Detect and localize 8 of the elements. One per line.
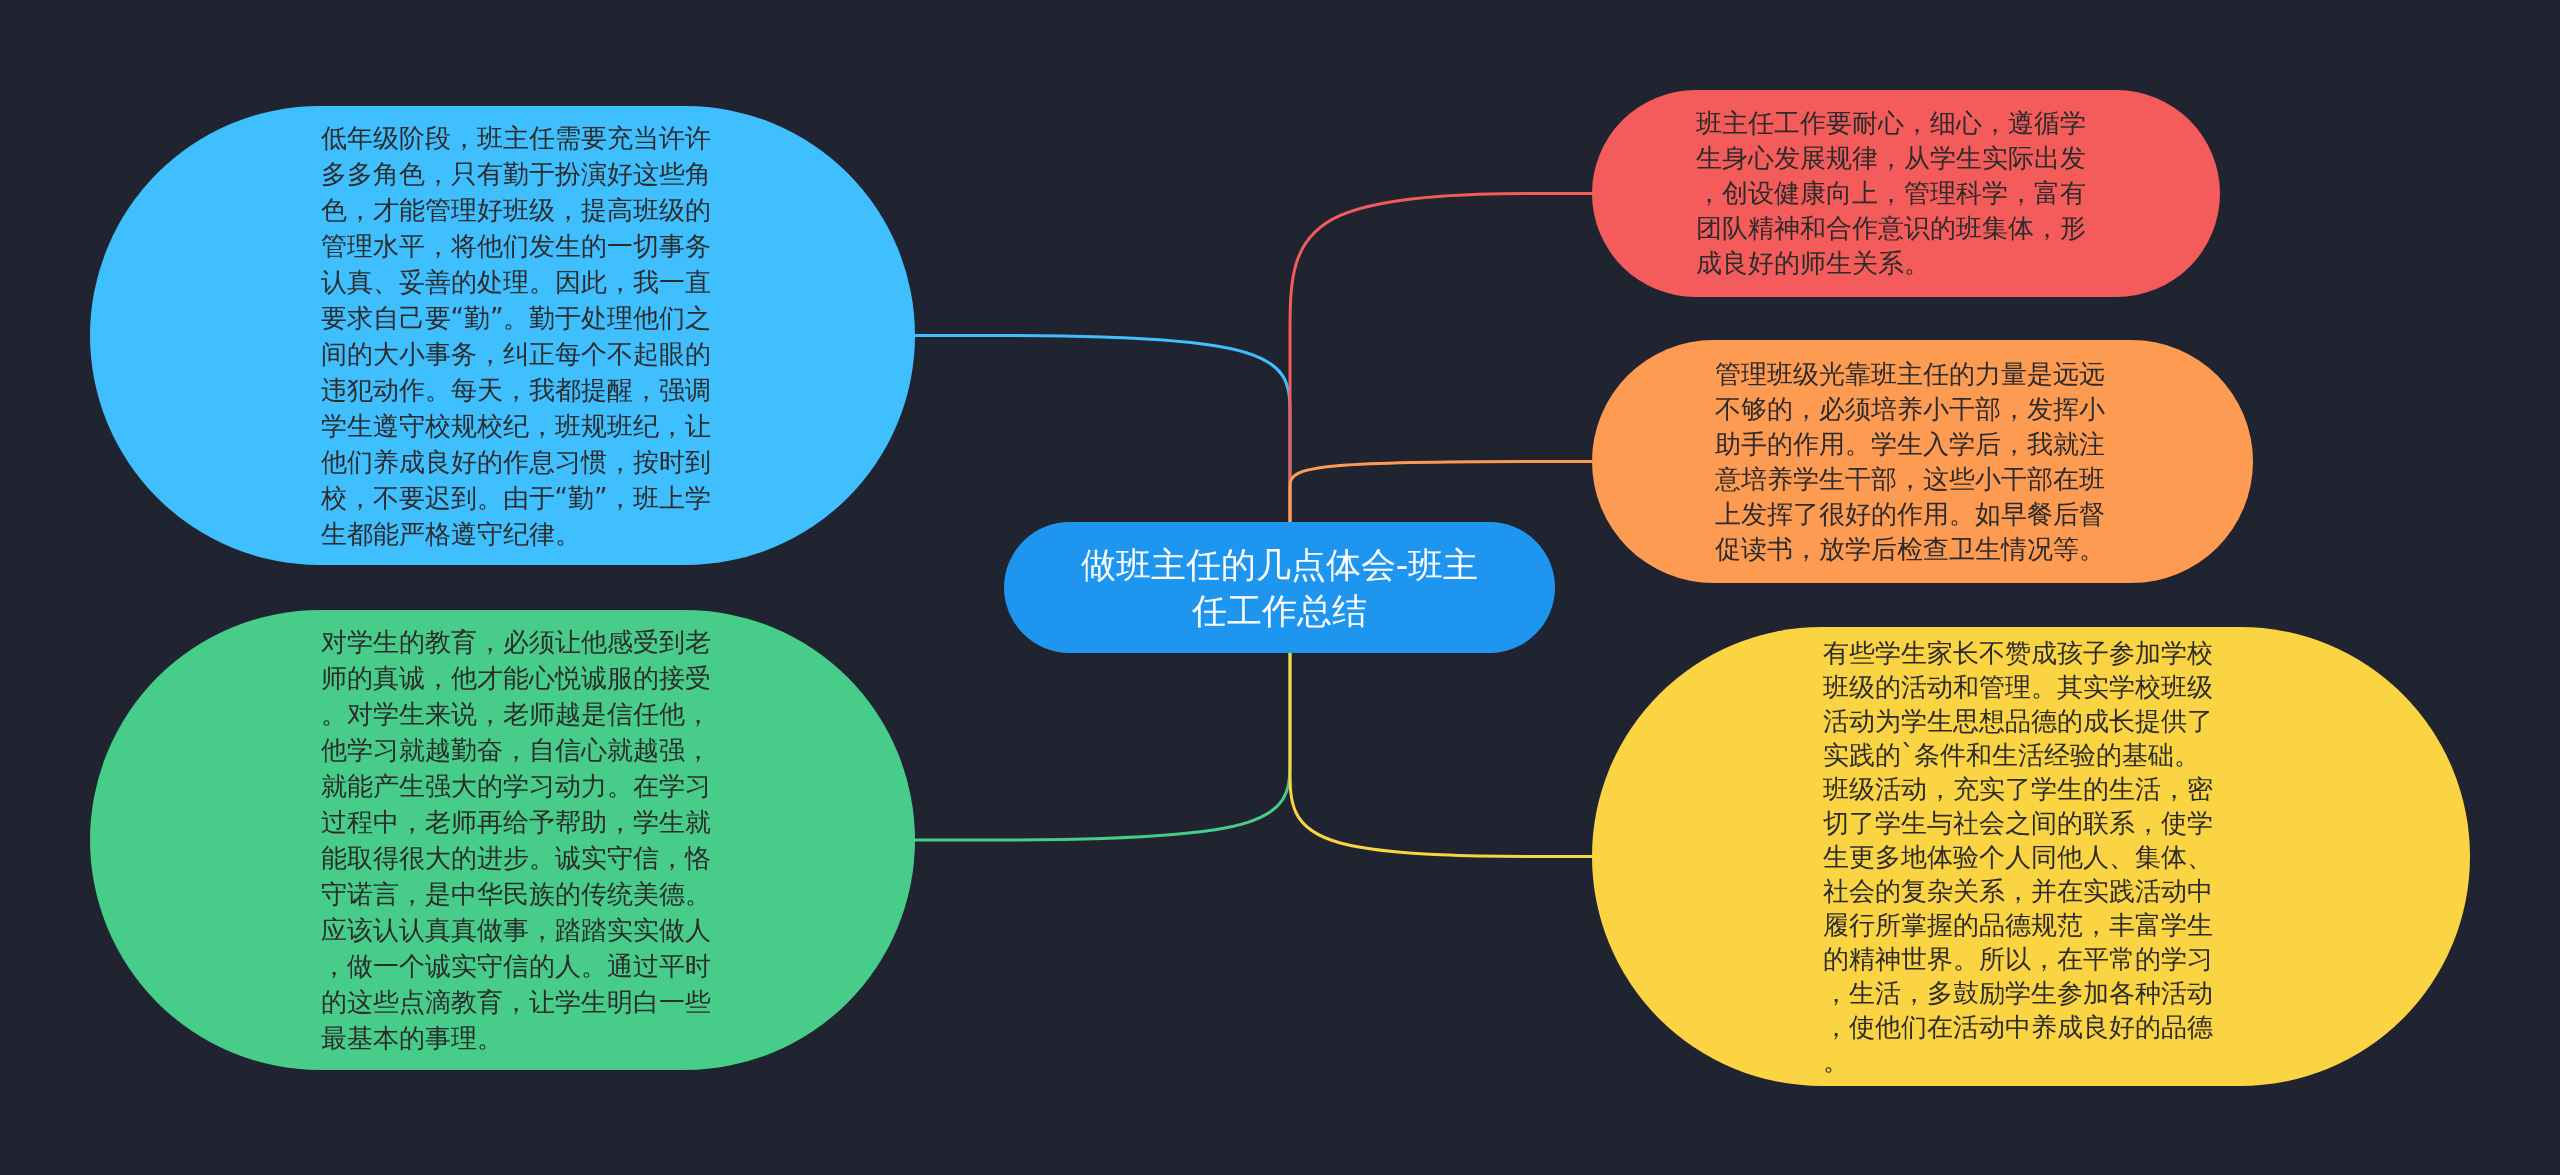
- connector-line: [1288, 653, 1592, 858]
- topic-text: 对学生的教育，必须让他感受到老师的真诚，他才能心悦诚服的接受。对学生来说，老师越是信任他，他学习就越勤奋，自信心就越强，就能产生强大的学习动力。在学习过程中，老师再给予帮助，学生就能取得很大的进步。诚实守信，恪守诺言，是中华民族的传统美德。应该认认真真做事，踏踏实实做人，做一个诚实守信的人。通过平时的这些点滴教育，让学生明白一些最基本的事理。: [320, 626, 712, 1055]
- topic-text: 管理班级光靠班主任的力量是远远不够的，必须培养小干部，发挥小助手的作用。学生入学后，我就注意培养学生干部，这些小干部在班上发挥了很好的作用。如早餐后督促读书，放学后检查卫生情况等。: [1714, 357, 2106, 566]
- topic-text: 低年级阶段，班主任需要充当许许多多角色，只有勤于扮演好这些角色，才能管理好班级，提高班级的管理水平，将他们发生的一切事务认真、妥善的处理。因此，我一直要求自己要“勤”。勤于处理他们之间的大小事务，纠正每个不起眼的违犯动作。每天，我都提醒，强调学生遵守校规校纪，班规班纪，让他们养成良好的作息习惯，按时到校，不要迟到。由于“勤”，班上学生都能严格遵守纪律。: [320, 121, 713, 551]
- topic-text: 有些学生家长不赞成孩子参加学校班级的活动和管理。其实学校班级活动为学生思想品德的成长提供了实践的`条件和生活经验的基础。班级活动，充实了学生的生活，密切了学生与社会之间的联系，使学生更多地体验个人同他人、集体、社会的复杂关系，并在实践活动中履行所掌握的品德规范，丰富学生的精神世界。所以，在平常的学习，生活，多鼓励学生参加各种活动，使他们在活动中养成良好的品德。: [1823, 636, 2214, 1078]
- topic-text: 班主任工作要耐心，细心，遵循学生身心发展规律，从学生实际出发，创设健康向上，管理科学，富有团队精神和合作意识的班集体，形成良好的师生关系。: [1696, 107, 2087, 280]
- central-topic-text: 做班主任的几点体会-班主任工作总结: [1079, 543, 1480, 633]
- connector-line: [1288, 460, 1592, 522]
